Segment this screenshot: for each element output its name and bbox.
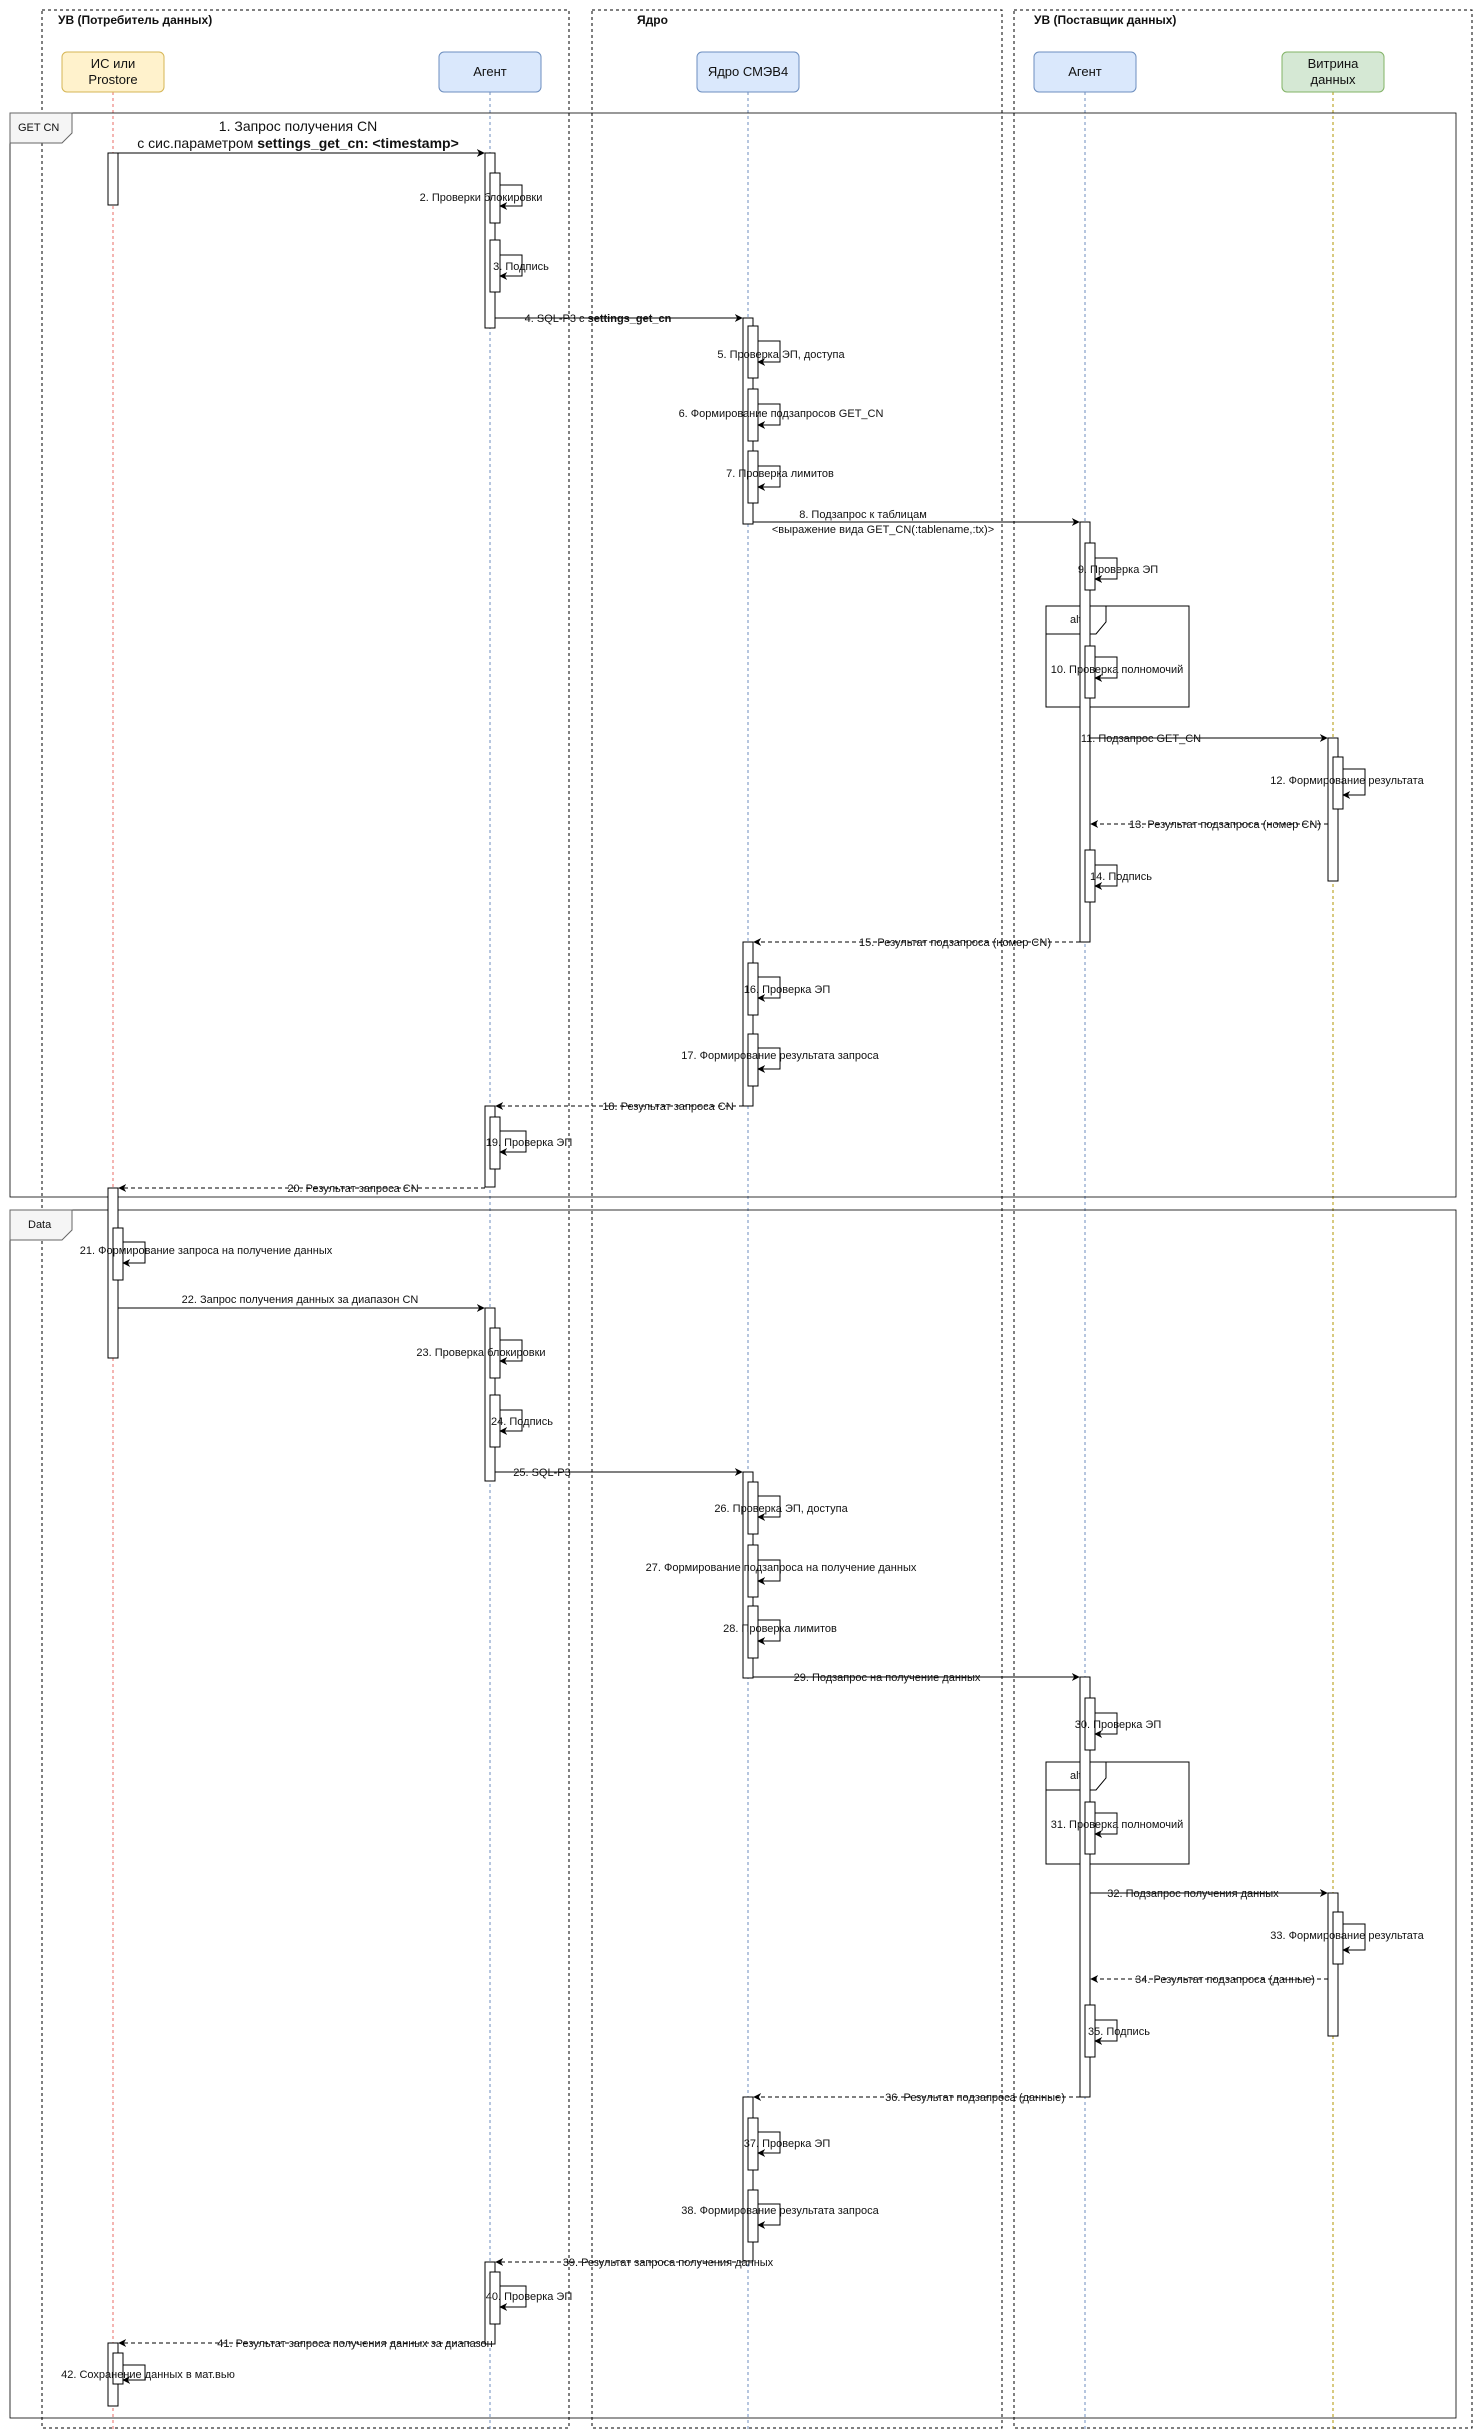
msg-7-label: 7. Проверка лимитов: [726, 468, 834, 480]
svg-text:данных: данных: [1310, 72, 1356, 87]
msg-40-label: 40. Проверка ЭП: [486, 2291, 573, 2303]
msg-27-label: 27. Формирование подзапроса на получение…: [646, 1562, 917, 1574]
msg-42-label: 42. Сохранение данных в мат.вью: [61, 2369, 235, 2381]
activation-bars-data: [107, 1227, 1344, 2407]
msg-36-label: 36. Результат подзапроса (данные): [885, 2092, 1065, 2104]
msg-13-label: 13. Результат подзапроса (номер CN): [1129, 819, 1321, 831]
msg-25-label: 25. SQL-Р3: [513, 1467, 570, 1479]
msg-1-param: с сис.параметром settings_get_cn: <times…: [137, 135, 459, 151]
pool-consumer: УВ (Потребитель данных): [41, 9, 570, 2429]
actor-core-smev4: Ядро СМЭВ4: [696, 51, 800, 93]
msg-10-label: 10. Проверка полномочий: [1051, 664, 1184, 676]
message-labels-data: 21. Формирование запроса на получение да…: [61, 1245, 1424, 2381]
activation-bars-get-cn: [107, 152, 1344, 1359]
msg-30-label: 30. Проверка ЭП: [1075, 1719, 1162, 1731]
fragment-get-cn: GET CN: [9, 112, 1457, 1198]
msg-19-label: 19. Проверка ЭП: [486, 1137, 573, 1149]
pool-core-title: Ядро: [637, 13, 668, 27]
svg-text:Агент: Агент: [1068, 64, 1102, 79]
msg-33-label: 33. Формирование результата: [1270, 1930, 1424, 1942]
svg-text:alt: alt: [1070, 1770, 1082, 1782]
msg-37-label: 37. Проверка ЭП: [744, 2138, 831, 2150]
msg-38-label: 38. Формирование результата запроса: [681, 2205, 879, 2217]
msg-28-label: 28. Проверка лимитов: [723, 1623, 837, 1635]
msg-31-label: 31. Проверка полномочий: [1051, 1819, 1184, 1831]
msg-20-label: 20. Результат запроса CN: [287, 1183, 418, 1195]
msg-4-label: 4. SQL-Р3 с settings_get_cn: [525, 313, 672, 325]
svg-text:Ядро СМЭВ4: Ядро СМЭВ4: [708, 64, 788, 79]
msg-35-label: 35. Подпись: [1088, 2026, 1150, 2038]
msg-8-expression: <выражение вида GET_CN(:tablename,:tx)>: [772, 524, 994, 536]
fragment-data: Data: [9, 1209, 1457, 2419]
msg-14-label: 14. Подпись: [1090, 871, 1152, 883]
msg-15-label: 15. Результат подзапроса (номер CN): [859, 937, 1051, 949]
msg-5-label: 5. Проверка ЭП, доступа: [717, 349, 845, 361]
pool-consumer-title: УВ (Потребитель данных): [58, 13, 212, 27]
msg-32-label: 32. Подзапрос получения данных: [1107, 1888, 1279, 1900]
svg-text:Витрина: Витрина: [1308, 56, 1360, 71]
msg-29-label: 29. Подзапрос на получение данных: [794, 1672, 981, 1684]
msg-24-label: 24. Подпись: [491, 1416, 553, 1428]
msg-18-label: 18. Результат запроса CN: [602, 1101, 733, 1113]
actor-is-prostore: ИС или Prostore: [61, 51, 165, 93]
message-labels-get-cn: 1. Запрос получения CN с сис.параметром …: [137, 118, 1424, 1195]
msg-1-label: 1. Запрос получения CN: [219, 118, 377, 134]
msg-26-label: 26. Проверка ЭП, доступа: [714, 1503, 848, 1515]
message-arrows: [118, 149, 1328, 2347]
actor-agent-provider: Агент: [1033, 51, 1137, 93]
pool-core: Ядро: [591, 9, 1003, 2429]
msg-11-label: 11. Подзапрос GET_CN: [1081, 733, 1201, 745]
self-call-arrows: [122, 184, 1366, 2384]
pool-provider-title: УВ (Поставщик данных): [1034, 13, 1176, 27]
fragment-alt-2: alt: [1045, 1761, 1190, 1865]
svg-text:Агент: Агент: [473, 64, 507, 79]
svg-text:Prostore: Prostore: [88, 72, 137, 87]
actor-showcase: Витрина данных: [1281, 51, 1385, 93]
svg-text:GET CN: GET CN: [18, 122, 59, 134]
msg-17-label: 17. Формирование результата запроса: [681, 1050, 879, 1062]
msg-3-label: 3. Подпись: [493, 261, 549, 273]
actor-agent-consumer: Агент: [438, 51, 542, 93]
msg-34-label: 34. Результат подзапроса (данные): [1135, 1974, 1315, 1986]
msg-23-label: 23. Проверка блокировки: [416, 1347, 545, 1359]
msg-16-label: 16. Проверка ЭП: [744, 984, 831, 996]
msg-22-label: 22. Запрос получения данных за диапазон …: [182, 1294, 419, 1306]
msg-6-label: 6. Формирование подзапросов GET_CN: [679, 408, 884, 420]
svg-text:alt: alt: [1070, 614, 1082, 626]
svg-text:ИС или: ИС или: [91, 56, 135, 71]
msg-9-label: 9. Проверка ЭП: [1078, 564, 1158, 576]
msg-12-label: 12. Формирование результата: [1270, 775, 1424, 787]
svg-text:Data: Data: [28, 1219, 52, 1231]
msg-21-label: 21. Формирование запроса на получение да…: [80, 1245, 333, 1257]
msg-8-label: 8. Подзапрос к таблицам: [799, 509, 927, 521]
fragment-alt-1: alt: [1045, 605, 1190, 708]
msg-2-label: 2. Проверки блокировки: [420, 192, 543, 204]
pool-provider: УВ (Поставщик данных): [1013, 9, 1473, 2429]
msg-41-label: 41. Результат запроса получения данных з…: [217, 2338, 492, 2350]
msg-39-label: 39. Результат запроса получения данных: [563, 2257, 774, 2269]
